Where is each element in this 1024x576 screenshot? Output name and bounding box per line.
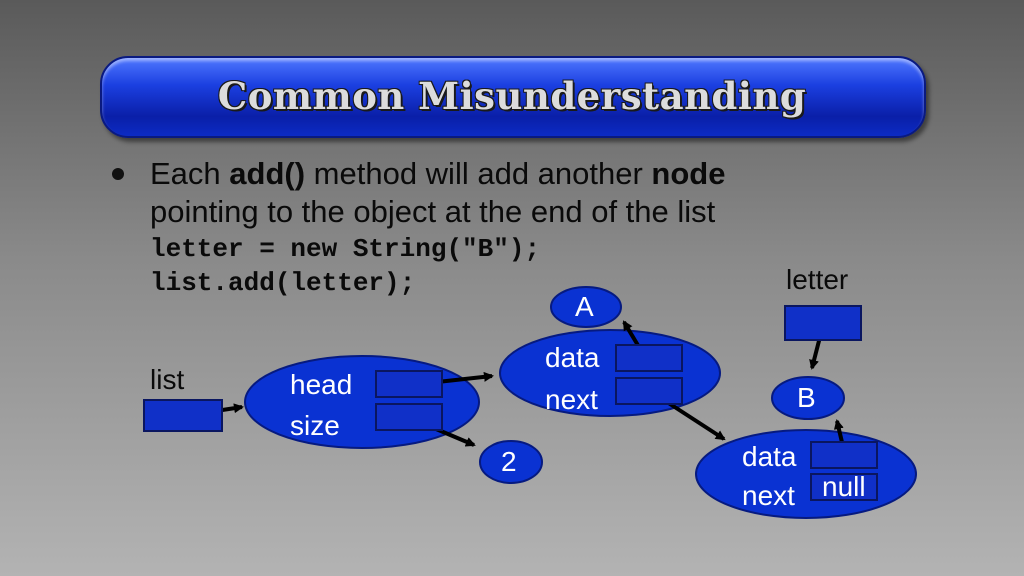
node2-next-label: next [742,480,795,511]
node2-data-field-box [810,441,878,469]
node1-data-label: data [545,342,600,373]
title-banner [100,56,926,138]
bullet-text-1: Each [150,156,230,191]
list-label: list [150,364,185,395]
size-value: 2 [501,446,517,477]
list-reference-box [143,399,223,432]
node1-data-field-box [615,344,683,372]
node2-value: B [797,382,816,413]
node1-next-label: next [545,384,598,415]
bullet-add-method: add() [229,156,306,191]
bullet-node-word: node [651,156,726,191]
bullet-dot [112,168,124,180]
bullet-line-2: pointing to the object at the end of the… [150,194,716,229]
node-2-oval [695,429,917,519]
head-field-box [375,370,443,398]
value-b-circle [771,376,845,420]
node1-value: A [575,291,594,322]
slide-title: Common Misunderstanding [217,74,807,118]
node2-next-field-box [810,473,878,501]
head-label: head [290,369,353,400]
node2-data-label: data [742,441,797,472]
node1-next-field-box [615,377,683,405]
bullet-line-1: Each add() method will add another node [150,156,725,192]
node2-null-value: null [822,471,866,502]
size-label: size [290,410,340,441]
letter-reference-box [784,305,862,341]
size-value-circle [479,440,543,484]
node-1-oval [499,329,721,417]
bullet-text-2: method will add another [305,156,652,191]
letter-label: letter [786,264,849,295]
size-field-box [375,403,443,431]
value-a-circle [550,286,622,328]
code-line-1: letter = new String("B"); [150,234,541,264]
code-line-2: list.add(letter); [150,268,416,298]
